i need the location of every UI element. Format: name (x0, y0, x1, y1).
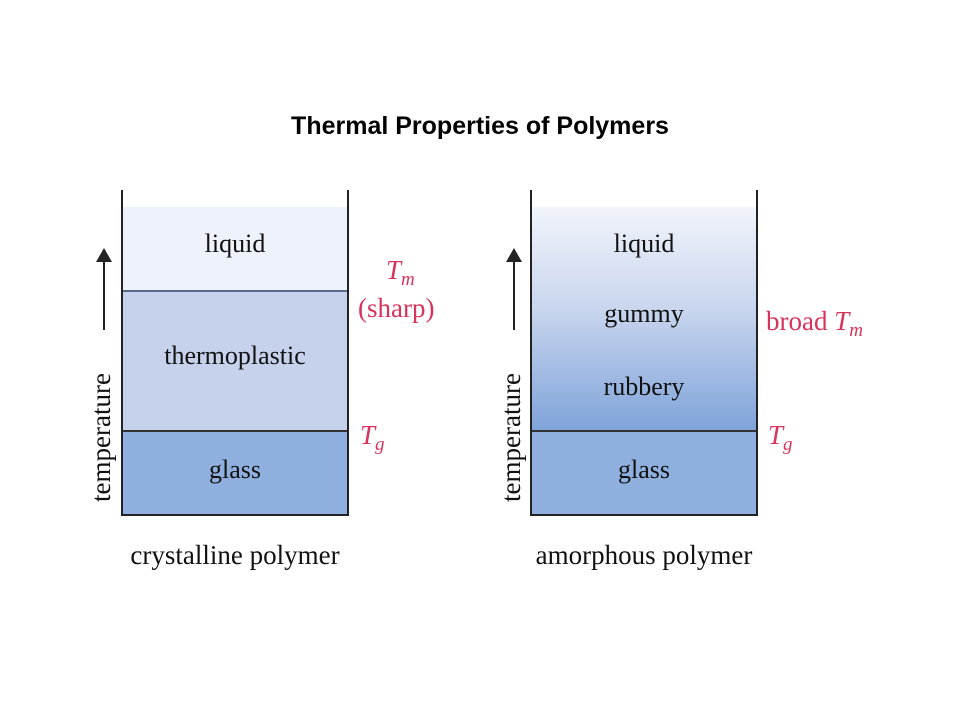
crystalline-caption: crystalline polymer (130, 540, 340, 570)
tg-symbol: T (768, 420, 784, 450)
glass-label: glass (209, 455, 261, 484)
arrow-up-icon (506, 248, 522, 262)
crystalline-beaker: liquid thermoplastic glass (121, 190, 349, 516)
page-title: Thermal Properties of Polymers (291, 112, 669, 140)
tg-subscript: g (783, 434, 793, 455)
tm-symbol: T (386, 255, 402, 285)
amorphous-caption: amorphous polymer (535, 540, 753, 570)
tm-subscript: m (401, 269, 415, 290)
tg-subscript: g (375, 434, 385, 455)
temperature-axis-left: temperature (86, 242, 120, 502)
arrow-up-icon (96, 248, 112, 262)
gummy-label: gummy (604, 299, 684, 328)
temperature-axis-label: temperature (496, 373, 526, 502)
tg-boundary-line (532, 430, 756, 432)
glass-label: glass (618, 455, 670, 484)
tg-marker: Tg (360, 420, 385, 456)
tm-boundary-line (123, 290, 347, 292)
liquid-band: liquid (123, 207, 347, 291)
thermoplastic-label: thermoplastic (164, 341, 306, 370)
broad-tm-prefix: broad (766, 306, 828, 336)
temperature-axis-label: temperature (86, 373, 116, 502)
amorphous-beaker: liquid gummy rubbery glass (530, 190, 758, 516)
thermoplastic-band: thermoplastic (123, 291, 347, 431)
temperature-axis-right: temperature (496, 242, 530, 502)
tg-symbol: T (360, 420, 376, 450)
gradient-band: liquid gummy rubbery (532, 207, 756, 431)
liquid-label: liquid (613, 229, 675, 258)
tg-boundary-line (123, 430, 347, 432)
axis-arrow-line (103, 258, 105, 330)
liquid-label: liquid (204, 229, 266, 258)
tm-marker: Tm (386, 255, 415, 291)
tm-subscript: m (849, 320, 863, 341)
glass-band: glass (123, 431, 347, 514)
tm-symbol: T (834, 306, 850, 336)
glass-band: glass (532, 431, 756, 514)
tm-note: (sharp) (358, 293, 435, 323)
rubbery-label: rubbery (603, 372, 685, 401)
broad-tm-marker: broad Tm (766, 306, 863, 342)
axis-arrow-line (513, 258, 515, 330)
tg-marker: Tg (768, 420, 793, 456)
